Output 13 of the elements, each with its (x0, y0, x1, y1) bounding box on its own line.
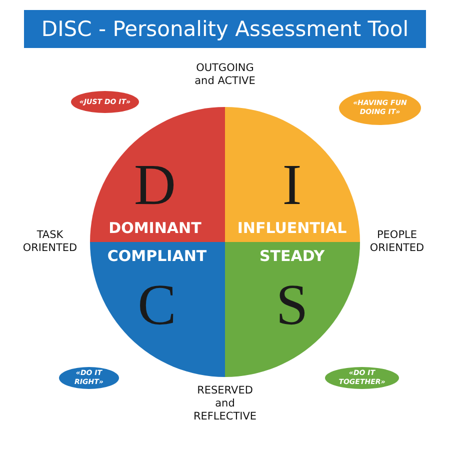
quadrant-label: COMPLIANT (107, 247, 207, 265)
axis-label: RESERVED and REFLECTIVE (192, 384, 258, 424)
quadrant-letter: C (136, 276, 178, 334)
quadrant-label: DOMINANT (108, 219, 202, 237)
quadrant-letter: S (274, 276, 310, 334)
quadrant-label: INFLUENTIAL (237, 219, 347, 237)
quadrant-letter: I (281, 156, 303, 214)
axis-label: PEOPLE ORIENTED (368, 229, 426, 255)
quadrant-label: STEADY (259, 247, 325, 265)
axis-label: OUTGOING and ACTIVE (194, 62, 256, 88)
quadrant-letter: D (133, 156, 177, 214)
axis-label: TASK ORIENTED (22, 229, 78, 255)
title-banner: DISC - Personality Assessment Tool (24, 10, 426, 48)
